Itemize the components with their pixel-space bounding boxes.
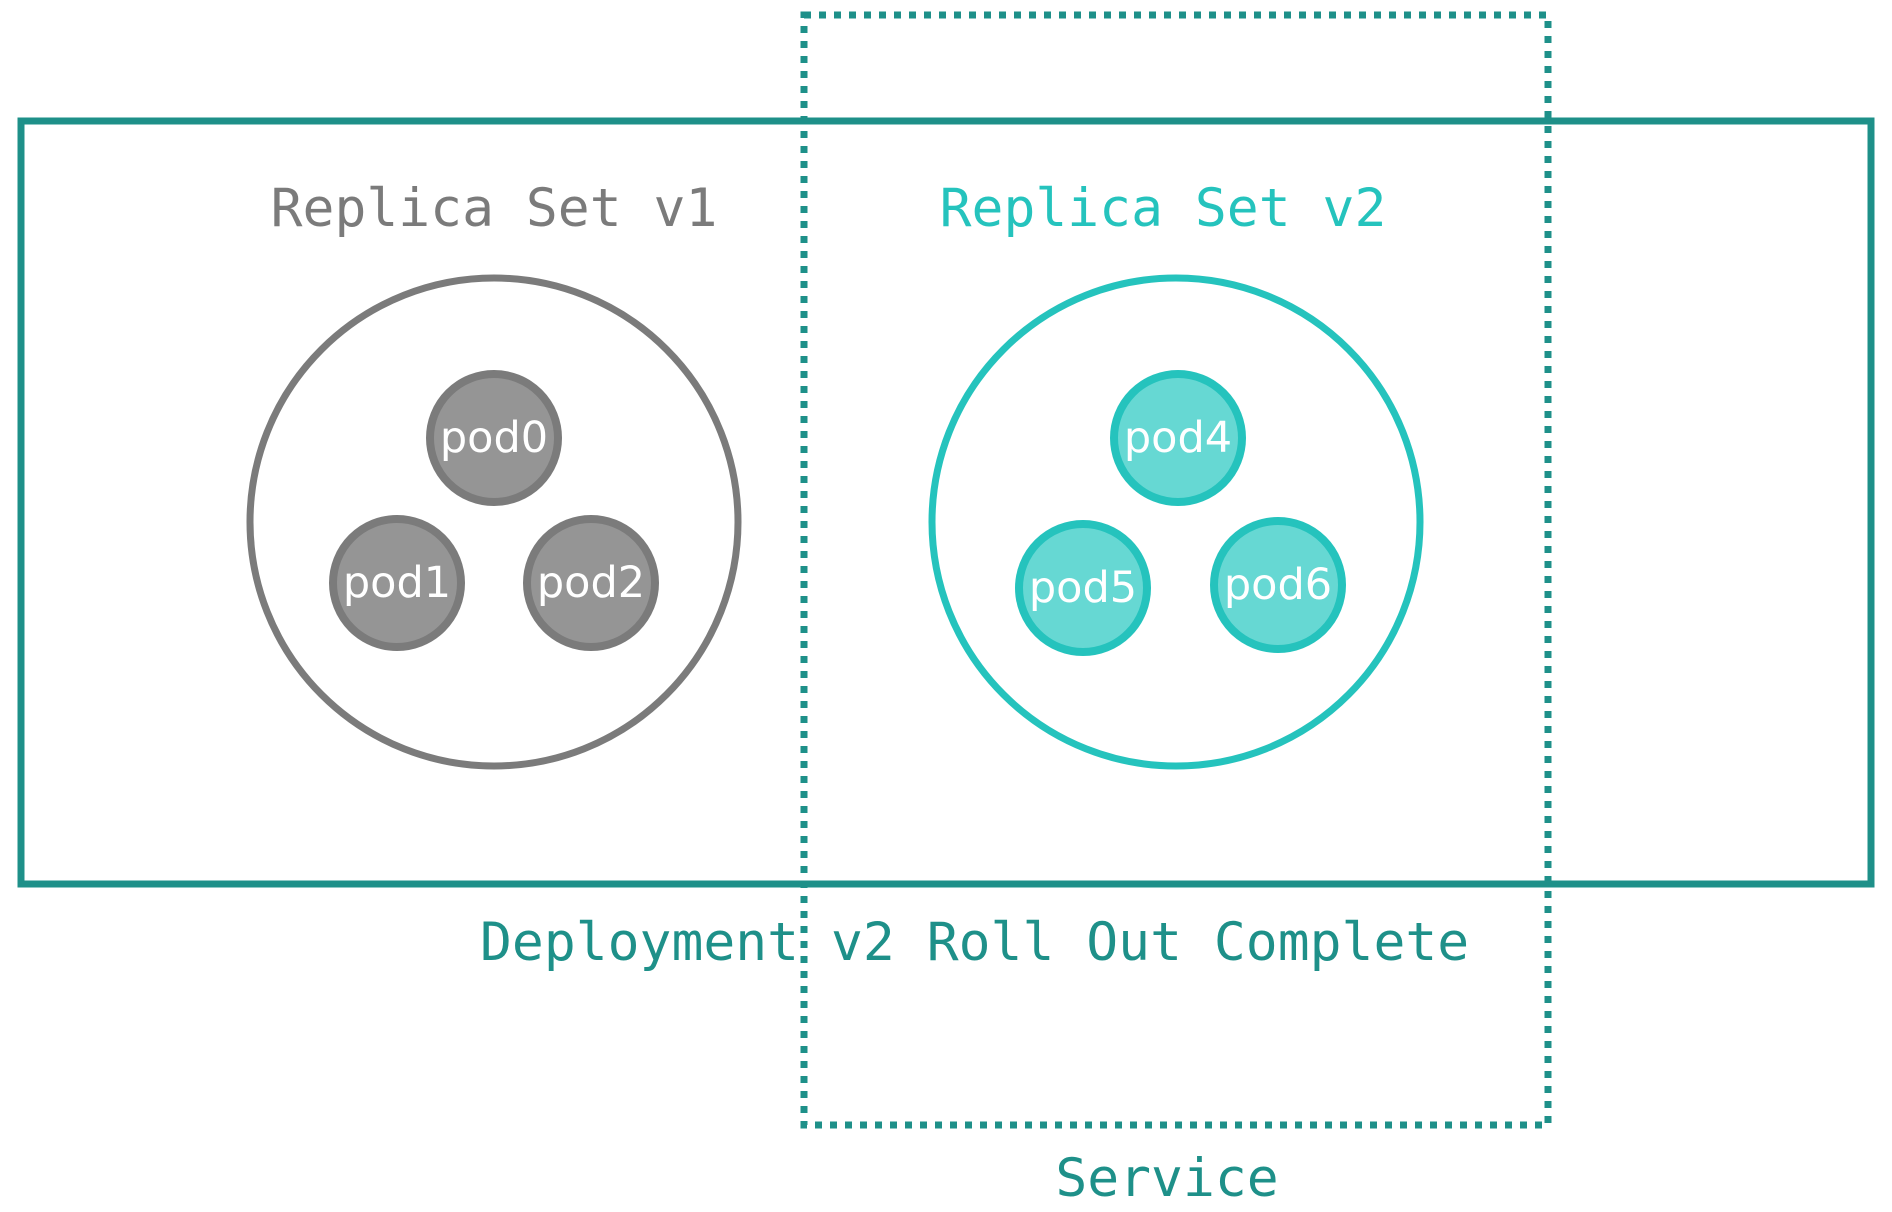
pod-0: pod0 bbox=[426, 370, 562, 506]
pod-0-label: pod0 bbox=[440, 413, 548, 463]
deployment-box bbox=[17, 117, 1875, 888]
deployment-label: Deployment v2 Roll Out Complete bbox=[480, 912, 1469, 973]
replica-set-v2-circle bbox=[928, 274, 1424, 770]
service-box bbox=[800, 11, 1552, 1129]
replica-set-v1-title: Replica Set v1 bbox=[271, 178, 718, 239]
pod-6-label: pod6 bbox=[1224, 560, 1332, 610]
pod-5-label: pod5 bbox=[1029, 563, 1137, 613]
pod-5: pod5 bbox=[1015, 520, 1151, 656]
pod-6: pod6 bbox=[1210, 517, 1346, 653]
pod-1-label: pod1 bbox=[343, 558, 451, 608]
replica-set-v1-circle bbox=[246, 274, 742, 770]
pod-4-label: pod4 bbox=[1124, 413, 1232, 463]
pod-4: pod4 bbox=[1110, 370, 1246, 506]
pod-2: pod2 bbox=[523, 515, 659, 651]
pod-1: pod1 bbox=[329, 515, 465, 651]
replica-set-v2-title: Replica Set v2 bbox=[940, 178, 1387, 239]
service-label: Service bbox=[1055, 1148, 1278, 1209]
pod-2-label: pod2 bbox=[537, 558, 645, 608]
